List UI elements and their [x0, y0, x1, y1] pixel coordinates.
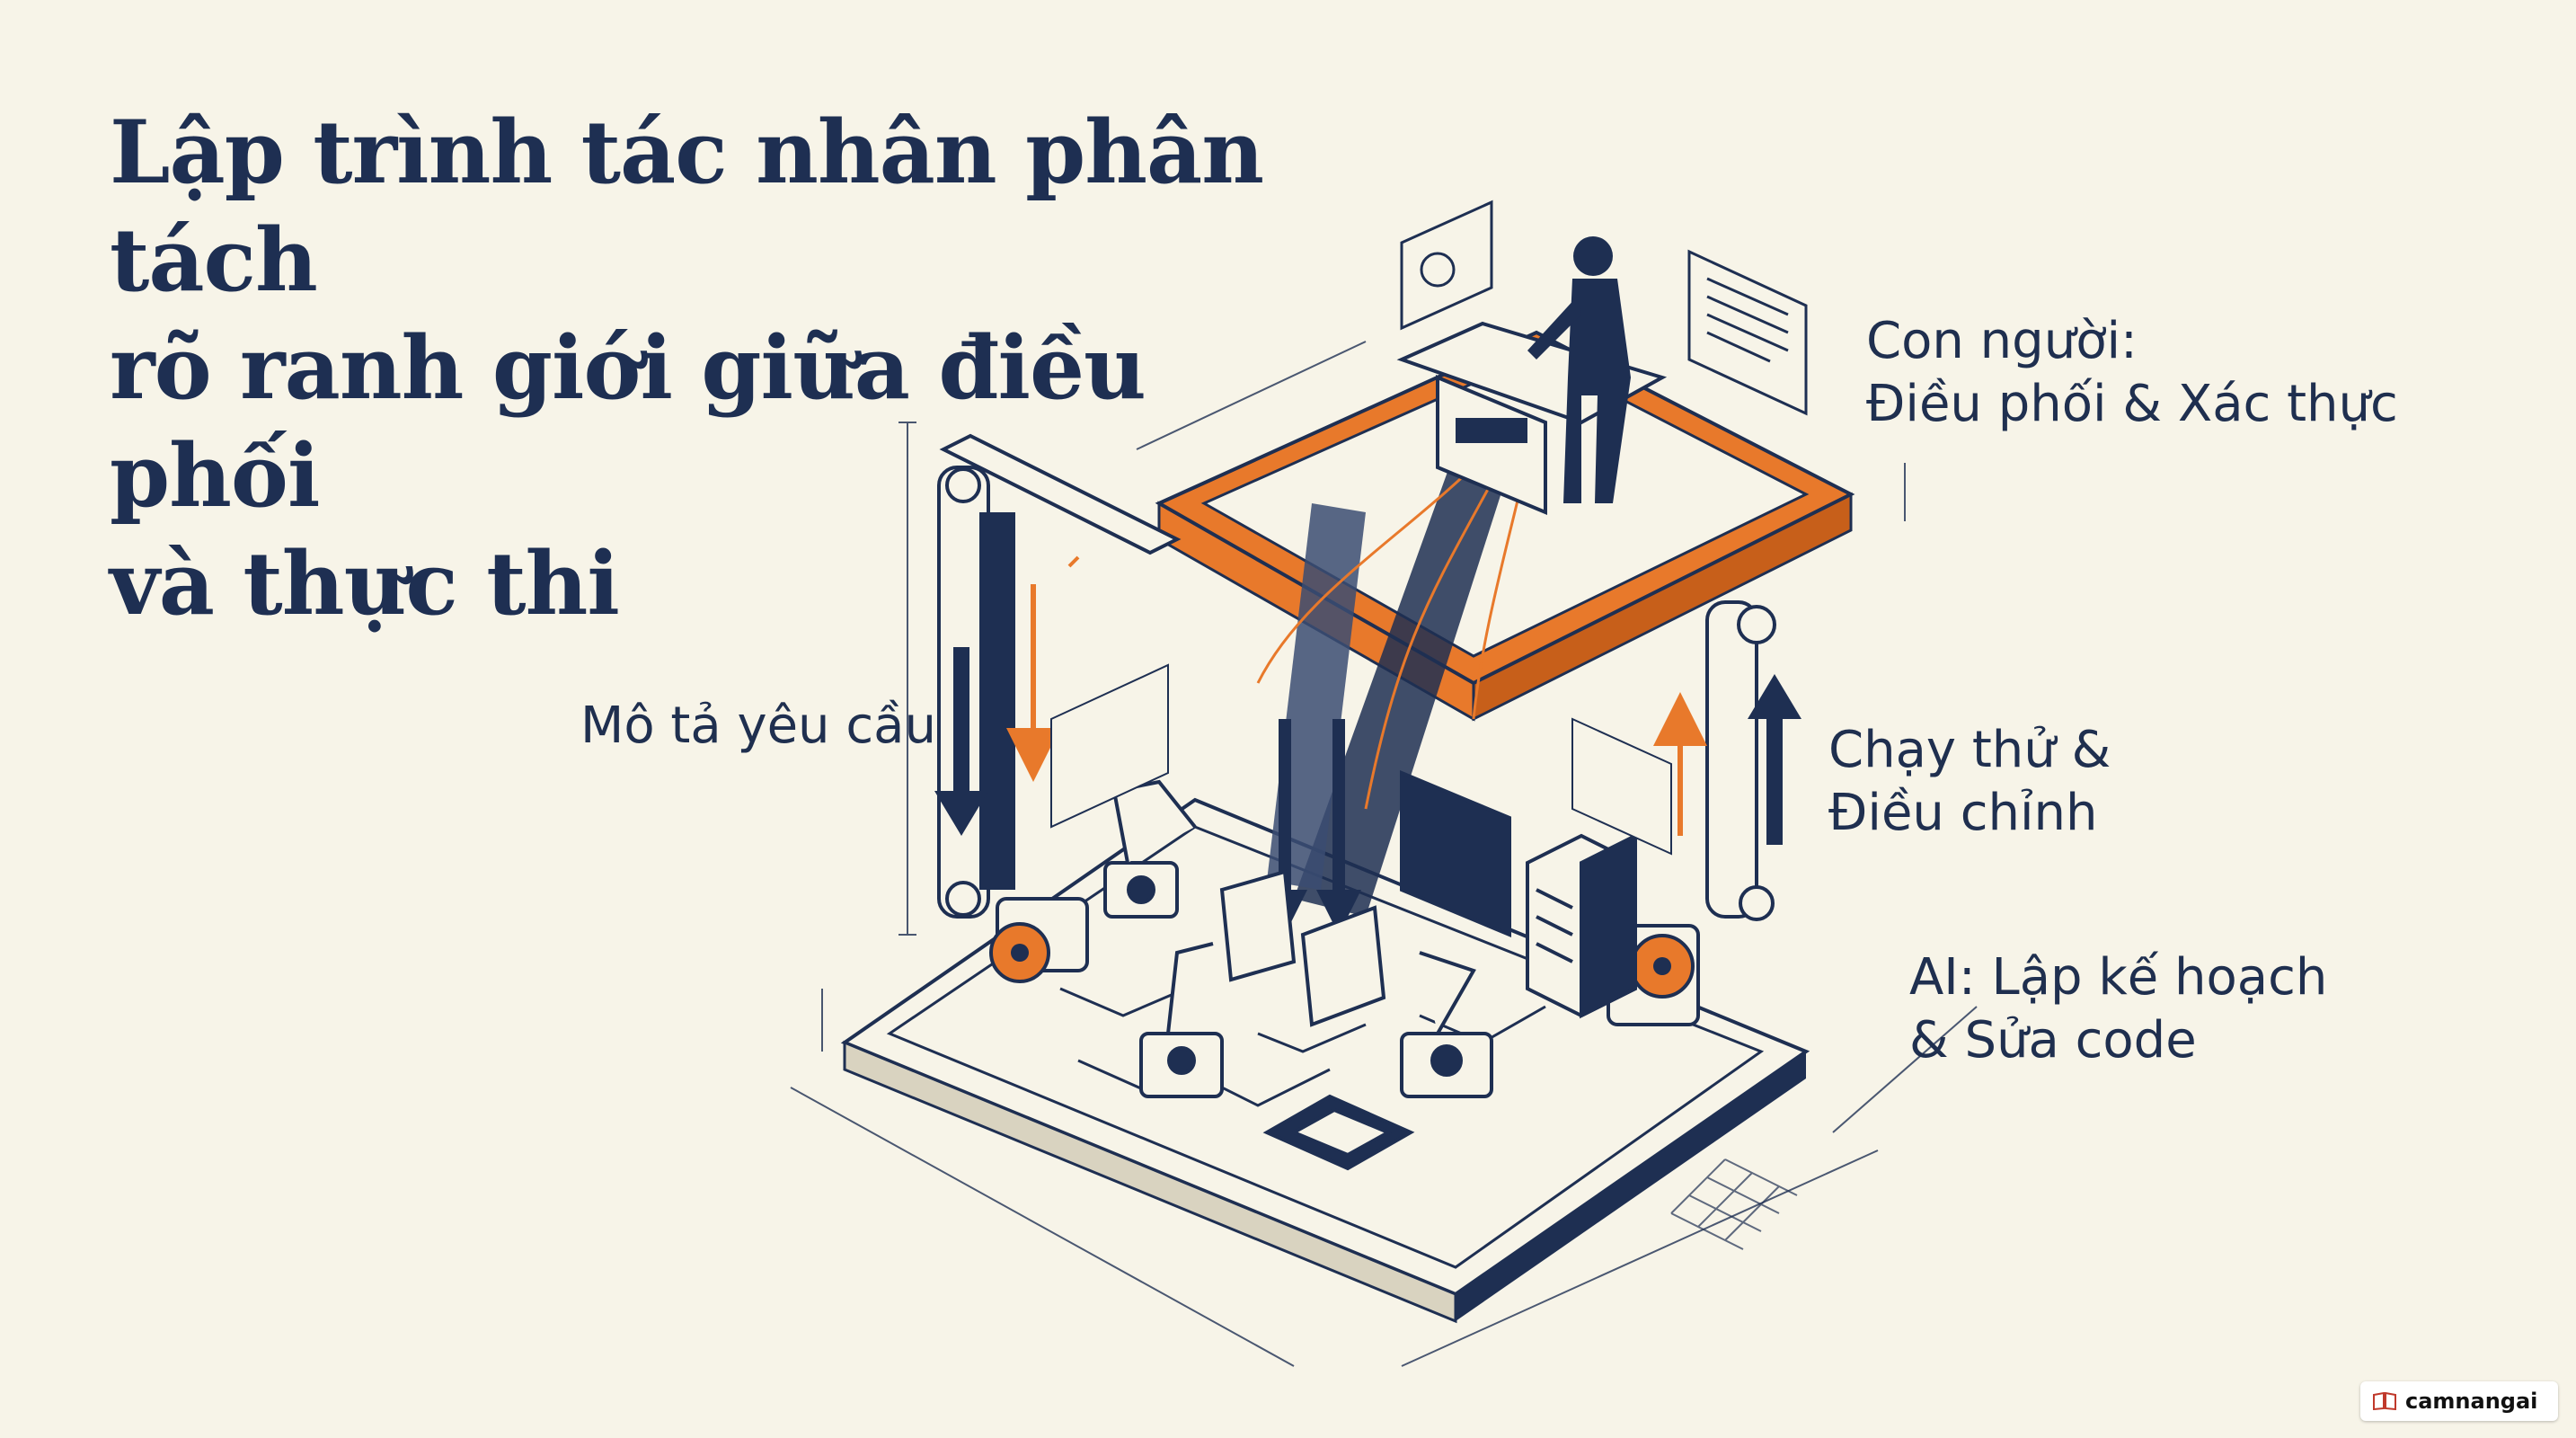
dimension-lines: [790, 341, 1978, 1367]
run-adjust-label: Chạy thử & Điều chỉnh: [1828, 719, 2111, 845]
title-line-1: Lập trình tác nhân phân tách: [110, 102, 1264, 311]
human-figure: [1396, 236, 1668, 515]
human-role-label: Con người: Điều phối & Xác thực: [1866, 310, 2398, 436]
page-title: Lập trình tác nhân phân tách rõ ranh giớ…: [110, 99, 1368, 638]
book-icon: [2373, 1392, 2396, 1410]
brand-name: camnangai: [2405, 1389, 2538, 1414]
title-line-2: rõ ranh giới giữa điều phối: [110, 317, 1146, 527]
robot-arms: [1103, 779, 1493, 1098]
request-label: Mô tả yêu cầu: [580, 697, 936, 755]
ai-role-line-2: & Sửa code: [1909, 1011, 2197, 1070]
brand-badge[interactable]: camnangai: [2360, 1381, 2558, 1421]
grid-pattern: [1670, 1158, 1798, 1250]
floating-panels: [1400, 200, 1808, 416]
server-racks: [1219, 770, 1637, 1027]
run-adjust-line-2: Điều chỉnh: [1828, 784, 2098, 842]
data-ribbon: [1267, 449, 1509, 917]
ai-role-line-1: AI: Lập kế hoạch: [1909, 948, 2328, 1007]
human-role-line-1: Con người:: [1866, 312, 2138, 370]
title-line-3: và thực thi: [110, 533, 620, 635]
human-role-line-2: Điều phối & Xác thực: [1866, 375, 2398, 433]
code-sheets: [1050, 663, 1672, 856]
ai-role-label: AI: Lập kế hoạch & Sửa code: [1909, 946, 2327, 1072]
run-adjust-line-1: Chạy thử &: [1828, 721, 2111, 779]
cpu-chip: [1262, 1094, 1415, 1171]
